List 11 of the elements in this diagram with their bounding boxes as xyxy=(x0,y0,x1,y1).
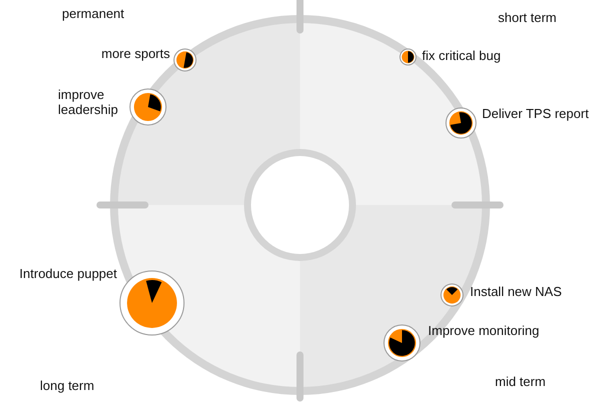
quadrant-label: mid term xyxy=(495,374,546,389)
quadrant-label: short term xyxy=(498,10,557,25)
task-label: fix critical bug xyxy=(422,48,501,63)
task-label: improve leadership xyxy=(58,87,119,117)
quadrant-label: long term xyxy=(40,378,94,393)
task-label: more sports xyxy=(100,46,170,61)
task-label: Introduce puppet xyxy=(18,266,117,281)
task-label: Deliver TPS report xyxy=(482,106,589,121)
quadrant-label: permanent xyxy=(62,6,124,21)
task-label: Install new NAS xyxy=(470,284,562,299)
task-label: Improve monitoring xyxy=(428,323,540,338)
